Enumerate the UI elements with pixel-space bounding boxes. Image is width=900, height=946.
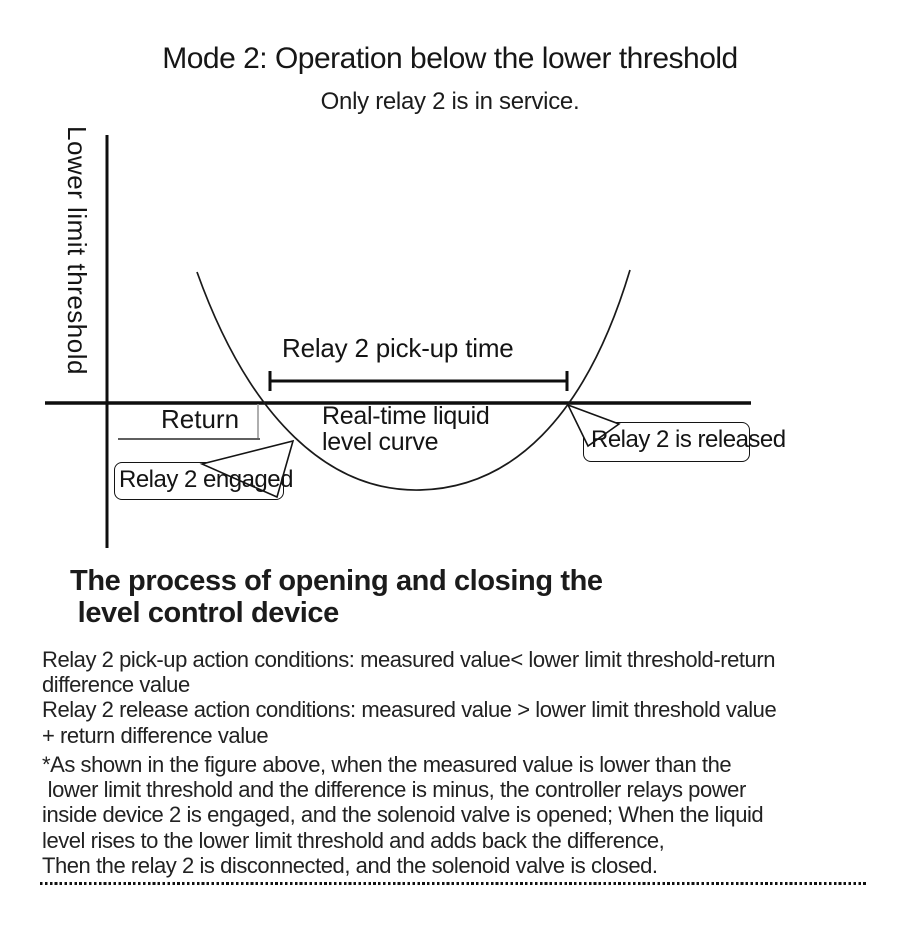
callout-released-label: Relay 2 is released: [591, 426, 786, 453]
conditions-line: difference value: [42, 672, 190, 698]
conditions-paragraph: Relay 2 pick-up action conditions: measu…: [42, 647, 777, 748]
note-line: *As shown in the figure above, when the …: [42, 752, 732, 777]
conditions-line: Relay 2 release action conditions: measu…: [42, 697, 777, 723]
page-title: Mode 2: Operation below the lower thresh…: [162, 42, 738, 75]
conditions-line: + return difference value: [42, 722, 269, 748]
note-line: level rises to the lower limit threshold…: [42, 827, 665, 853]
dotted-separator: [40, 882, 868, 885]
y-axis-label: Lower limit threshold: [62, 126, 92, 375]
curve-label-line1: Real-time liquid: [322, 402, 490, 430]
pickup-time-label: Relay 2 pick-up time: [282, 333, 514, 363]
liquid-level-curve: [196, 269, 631, 491]
curve-label: Real-time liquid level curve: [322, 403, 490, 455]
callout-engaged-label: Relay 2 engaged: [119, 466, 293, 493]
section-heading-line1: The process of opening and closing the: [70, 565, 603, 597]
return-difference-label: Return: [161, 404, 240, 434]
curve-label-line2: level curve: [322, 428, 439, 456]
note-paragraph: *As shown in the figure above, when the …: [42, 752, 764, 878]
section-heading-line2: level control device: [70, 597, 340, 629]
conditions-line: Relay 2 pick-up action conditions: measu…: [42, 647, 775, 672]
note-line: inside device 2 is engaged, and the sole…: [42, 802, 764, 828]
page-subtitle: Only relay 2 is in service.: [320, 88, 580, 115]
section-heading: The process of opening and closing the l…: [70, 565, 603, 629]
note-line: lower limit threshold and the difference…: [42, 777, 747, 803]
note-line: Then the relay 2 is disconnected, and th…: [42, 852, 658, 878]
